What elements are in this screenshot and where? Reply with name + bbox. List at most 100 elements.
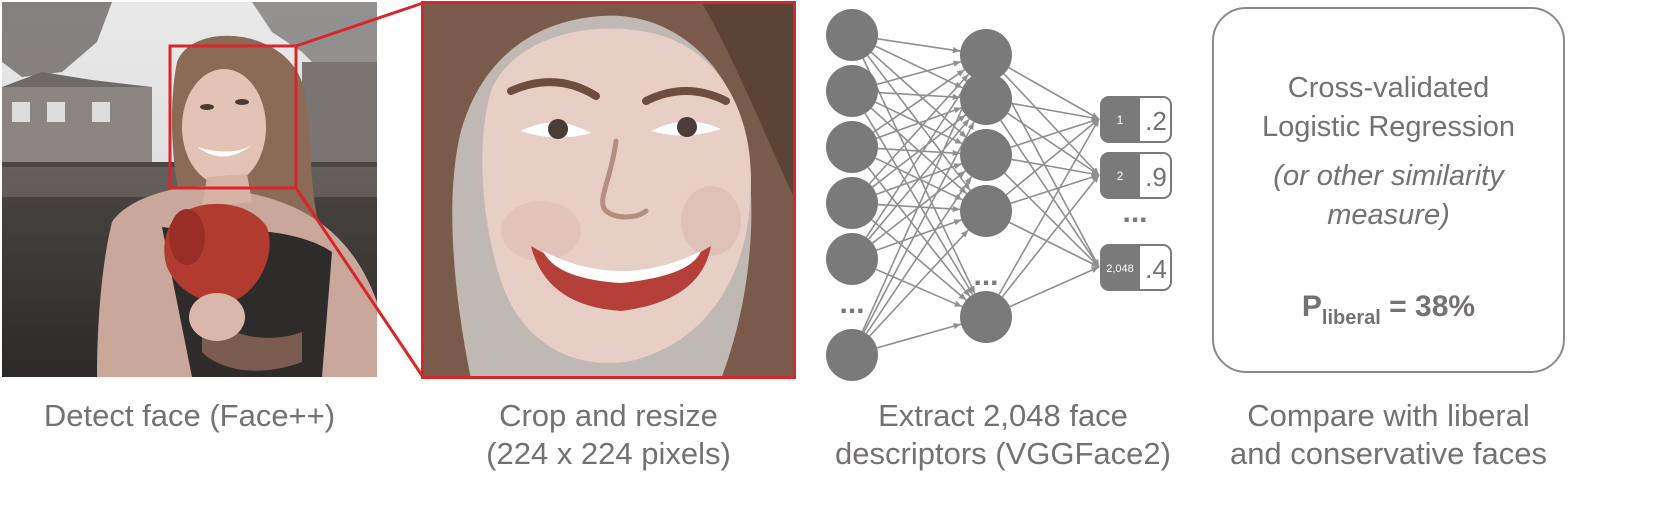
edge-hidden-4-output-2 [1009, 266, 1100, 308]
edge-input-4-hidden-1 [868, 118, 970, 240]
input-node-3 [826, 121, 878, 173]
edge-hidden-4-output-0 [998, 118, 1100, 295]
neural-network-diagram: ... ... ... 1 .2 2 .9 2,048 .4 [826, 9, 1172, 381]
arrow-hidden-3-output-2 [1091, 260, 1099, 267]
network-nodes [826, 9, 1012, 381]
edge-hidden-3-output-1 [1010, 174, 1100, 204]
caption-crop-line-2: (224 x 224 pixels) [486, 436, 731, 471]
caption-compare-line-2: and conservative faces [1229, 436, 1548, 471]
output-descriptor-1: 1 .2 [1100, 96, 1172, 143]
arrow-input-5-hidden-1 [967, 122, 974, 131]
arrow-input-1-hidden-4 [966, 286, 973, 295]
caption-compare-line-1: Compare with liberal [1247, 398, 1530, 433]
arrow-input-3-hidden-2 [953, 163, 962, 170]
output-descriptor-2: 2 .9 [1100, 152, 1172, 199]
edge-hidden-0-output-2 [997, 77, 1100, 268]
caption-crop: Crop and resize (224 x 224 pixels) [421, 397, 796, 473]
edge-input-1-hidden-1 [877, 91, 961, 99]
edge-input-5-hidden-0 [861, 78, 977, 332]
output-index-2048: 2,048 [1106, 263, 1134, 275]
caption-extract-line-1: Extract 2,048 face [878, 398, 1128, 433]
edge-hidden-3-output-2 [1009, 221, 1100, 268]
classifier-line-3: (or other similarity [1273, 160, 1504, 192]
output-index-2: 2 [1117, 169, 1124, 183]
hidden-node-5 [960, 291, 1012, 343]
arrow-input-1-hidden-0 [952, 60, 961, 67]
arrow-hidden-4-output-0 [1092, 119, 1099, 127]
cropped-face-illustration [421, 1, 796, 379]
edge-input-3-hidden-4 [871, 219, 967, 301]
output-layer-ellipsis: ... [1122, 196, 1147, 229]
hidden-node-1 [960, 29, 1012, 81]
classifier-line-4: measure) [1327, 199, 1450, 231]
output-descriptor-2048: 2,048 .4 [1100, 244, 1172, 291]
edge-input-5-hidden-1 [863, 121, 975, 333]
arrow-input-3-hidden-1 [957, 114, 966, 122]
input-node-1 [826, 9, 878, 61]
result-value: = 38% [1380, 290, 1476, 323]
caption-extract-line-2: descriptors (VGGFace2) [835, 436, 1171, 471]
edge-input-4-hidden-4 [875, 268, 963, 308]
edge-input-4-hidden-2 [872, 170, 966, 244]
arrow-input-2-hidden-2 [952, 149, 961, 157]
arrow-input-4-hidden-2 [957, 170, 966, 178]
output-value-2: .9 [1145, 162, 1167, 192]
arrow-hidden-4-output-1 [1091, 175, 1099, 183]
arrow-input-1-hidden-2 [954, 137, 963, 144]
network-edges [861, 38, 1100, 349]
edge-hidden-2-output-1 [1011, 158, 1100, 176]
arrow-input-2-hidden-4 [962, 288, 970, 297]
caption-extract: Extract 2,048 face descriptors (VGGFace2… [813, 397, 1193, 473]
input-node-2 [826, 65, 878, 117]
arrow-input-3-hidden-0 [961, 74, 969, 82]
hidden-node-2 [960, 73, 1012, 125]
result-subscript: liberal [1321, 307, 1381, 329]
edge-input-1-hidden-0 [876, 60, 962, 86]
edge-input-2-hidden-0 [872, 69, 966, 133]
classifier-result: Pliberal = 38% [1214, 287, 1563, 338]
caption-detect: Detect face (Face++) [2, 397, 377, 435]
classifier-line-1: Cross-validated [1287, 72, 1490, 104]
cropped-face-photo [421, 1, 796, 379]
edge-hidden-4-output-1 [1001, 174, 1100, 298]
classifier-alternative: (or other similarity measure) [1214, 157, 1563, 235]
arrow-input-4-hidden-3 [953, 219, 962, 226]
arrow-hidden-4-output-2 [1091, 267, 1099, 273]
arrow-input-5-hidden-2 [964, 176, 972, 185]
arrow-input-0-hidden-2 [959, 130, 967, 138]
caption-compare: Compare with liberal and conservative fa… [1212, 397, 1565, 473]
arrow-input-2-hidden-0 [956, 69, 965, 77]
edge-input-0-hidden-0 [877, 38, 961, 52]
result-label: P [1301, 290, 1322, 323]
caption-crop-line-1: Crop and resize [499, 398, 718, 433]
classifier-method: Cross-validated Logistic Regression [1214, 69, 1563, 147]
edge-hidden-3-output-0 [1005, 118, 1100, 196]
edge-hidden-2-output-2 [1004, 172, 1100, 268]
edge-input-3-hidden-0 [868, 73, 970, 185]
arrow-input-5-hidden-3 [960, 230, 969, 238]
input-node-6 [826, 329, 878, 381]
edge-hidden-1-output-0 [1011, 102, 1100, 120]
edge-input-5-hidden-2 [865, 176, 973, 334]
full-photo-illustration [2, 2, 377, 377]
output-value-2048: .4 [1145, 254, 1167, 284]
detection-box [168, 44, 298, 190]
arrow-input-3-hidden-4 [958, 293, 967, 301]
output-index-1: 1 [1117, 113, 1124, 127]
edge-input-5-hidden-3 [869, 229, 969, 337]
classifier-box: Cross-validated Logistic Regression (or … [1212, 7, 1565, 373]
arrow-input-2-hidden-1 [953, 107, 962, 114]
edge-input-4-hidden-0 [865, 76, 973, 238]
input-node-5 [826, 233, 878, 285]
arrow-input-0-hidden-0 [952, 46, 961, 54]
arrow-input-4-hidden-1 [962, 118, 970, 127]
edge-input-4-hidden-3 [876, 219, 962, 251]
edge-input-2-hidden-4 [867, 166, 971, 298]
hidden-node-3 [960, 129, 1012, 181]
full-photo [2, 2, 377, 377]
output-value-1: .2 [1145, 106, 1167, 136]
caption-detect-line-1: Detect face (Face++) [43, 398, 336, 433]
edge-input-5-hidden-4 [876, 323, 962, 349]
edge-input-0-hidden-4 [862, 58, 976, 294]
